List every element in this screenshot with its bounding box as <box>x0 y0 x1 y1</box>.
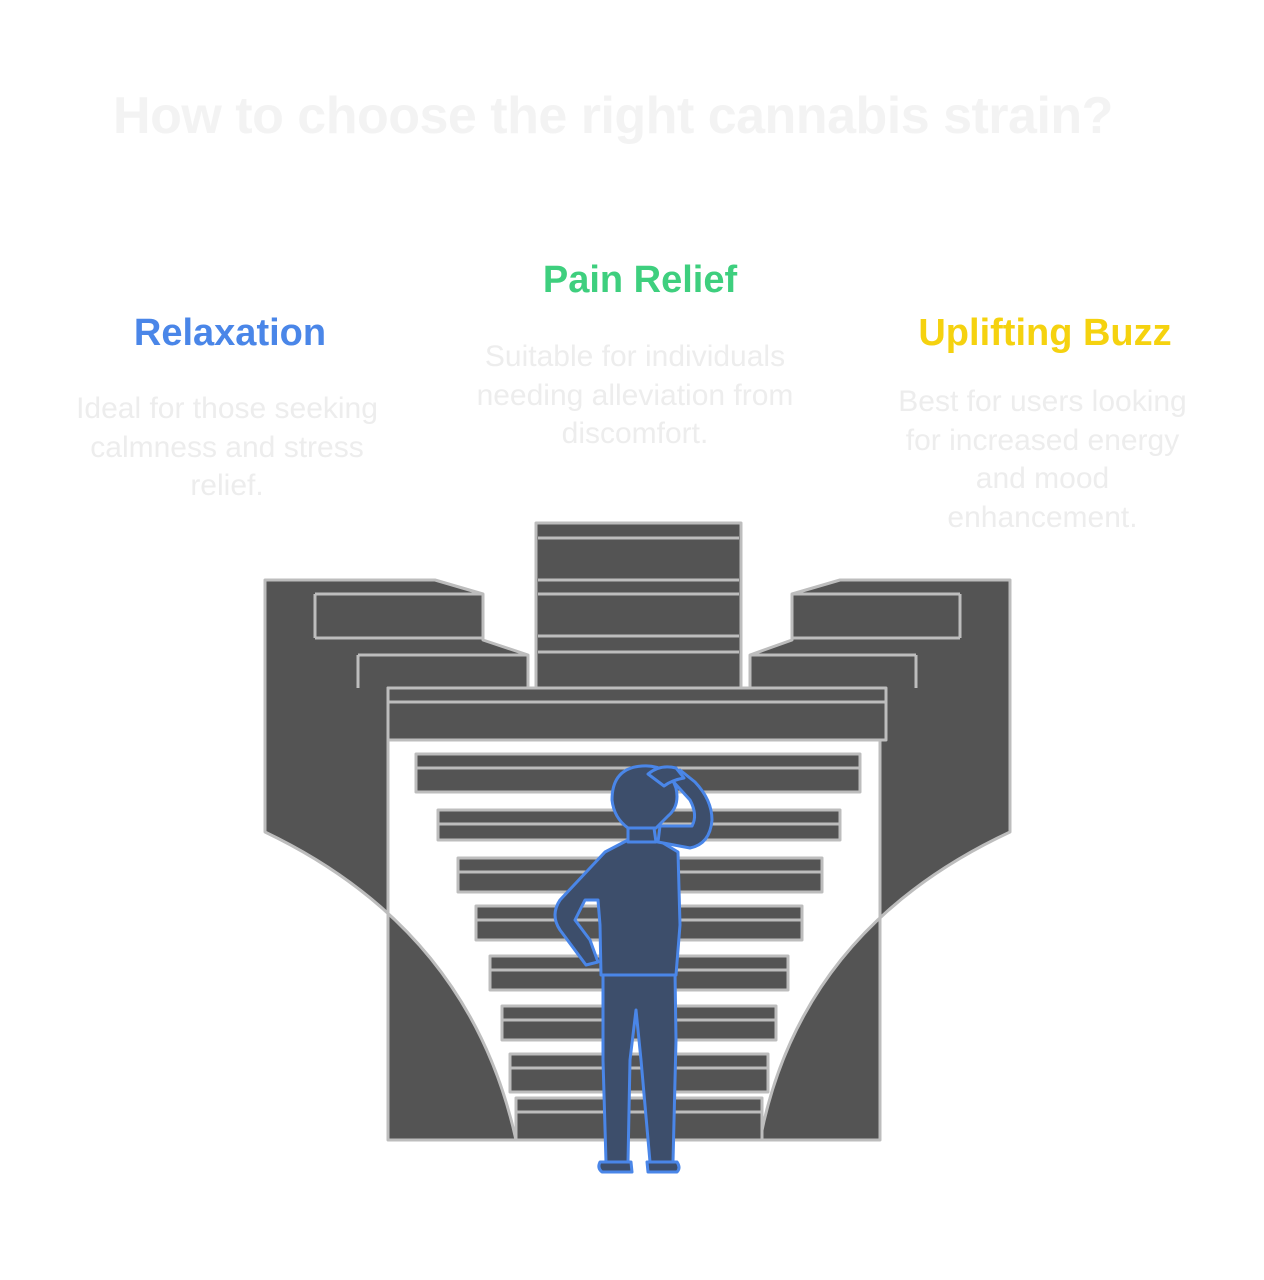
person-left-shoe <box>597 1160 634 1174</box>
stairs-center-tower <box>534 521 743 690</box>
stairs-center-step <box>514 1096 764 1142</box>
option-title-uplifting-buzz: Uplifting Buzz <box>918 312 1172 354</box>
person-right-shoe <box>645 1160 681 1174</box>
stairs-center-step <box>508 1052 770 1094</box>
person-raised-arm <box>656 768 714 850</box>
option-description-uplifting-buzz: Best for users looking for increased ene… <box>898 385 1187 534</box>
person-figure-icon <box>553 764 714 1174</box>
person-hand <box>646 765 686 788</box>
diagram-title: How to choose the right cannabis strain? <box>113 87 1113 145</box>
stairs <box>263 521 1012 1142</box>
person-torso <box>553 838 682 977</box>
option-description-relaxation: Ideal for those seeking calmness and str… <box>76 392 378 502</box>
stairs-center-step <box>386 686 888 742</box>
person-collar <box>626 826 658 844</box>
person-trousers <box>601 970 678 1164</box>
option-title-relaxation: Relaxation <box>133 312 327 354</box>
option-title-pain-relief: Pain Relief <box>542 259 738 301</box>
option-description-pain-relief: Suitable for individuals needing allevia… <box>476 340 794 450</box>
